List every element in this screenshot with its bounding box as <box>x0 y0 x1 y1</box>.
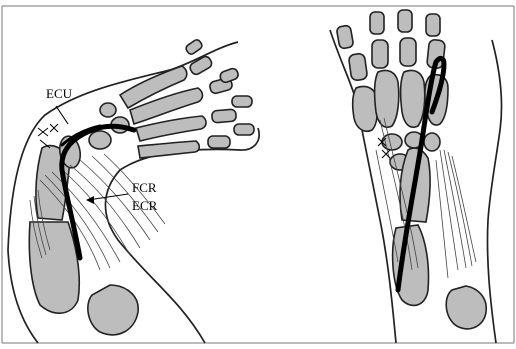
right-phalanx-3 <box>400 38 416 66</box>
right-phalanx-2 <box>372 40 388 68</box>
ecu-label: ECU <box>46 86 73 101</box>
right-wrist-illustration <box>330 10 502 343</box>
left-phalanx-8 <box>185 38 204 55</box>
right-phalanx-1 <box>348 53 367 81</box>
left-phalanx-6 <box>234 124 254 135</box>
left-phalanx-1 <box>188 55 213 76</box>
left-radius <box>29 222 79 313</box>
left-carpal-2 <box>89 131 111 149</box>
right-tip-2 <box>370 12 384 34</box>
right-tip-1 <box>336 25 354 49</box>
left-phalanx-5 <box>232 96 252 107</box>
ecr-label: ECR <box>132 198 158 213</box>
left-carpal-4 <box>100 103 116 117</box>
right-carpal-3 <box>424 133 440 151</box>
left-ulna-head <box>88 285 138 335</box>
fcr-arrowhead <box>86 196 94 204</box>
ecu-leader-line <box>56 106 68 124</box>
fcr-label: FCR <box>132 180 157 195</box>
right-metacarpal-2 <box>375 70 399 127</box>
right-tip-3 <box>398 10 412 32</box>
left-metacarpal-4 <box>138 141 199 158</box>
left-suture-marks <box>38 124 58 148</box>
right-forearm-outline-right <box>487 40 501 343</box>
right-metacarpal-1 <box>353 86 378 131</box>
left-phalanx-4 <box>208 136 230 148</box>
left-phalanx-3 <box>212 109 237 123</box>
right-metacarpal-3 <box>401 70 425 127</box>
right-radius <box>393 225 429 305</box>
left-wrist-illustration: ECU FCR ECR <box>8 38 259 343</box>
right-tip-4 <box>426 14 440 36</box>
left-phalanx-7 <box>219 67 240 83</box>
right-ulna-head <box>446 286 486 329</box>
